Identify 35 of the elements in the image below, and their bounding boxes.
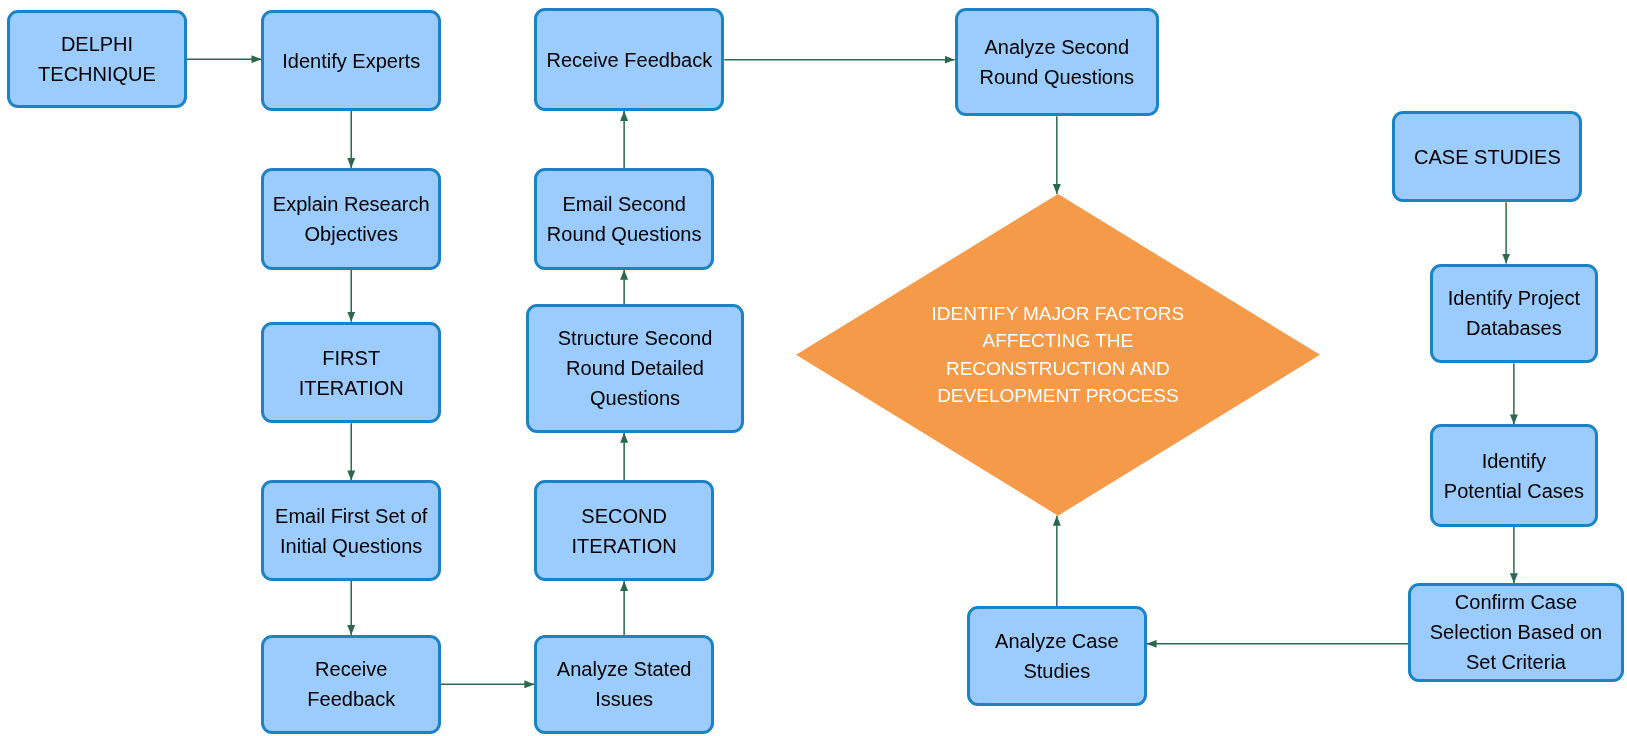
process-box: Identify Potential Cases bbox=[1429, 424, 1598, 528]
process-box: Structure Second Round Detailed Questions bbox=[526, 304, 744, 433]
diamond-label: IDENTIFY MAJOR FACTORS AFFECTING THE RECONSTRUCTION AND DEVELOPMENT PROCESS bbox=[930, 301, 1186, 409]
process-box: FIRST ITERATION bbox=[261, 321, 441, 424]
arrow bbox=[347, 422, 356, 482]
arrow bbox=[620, 431, 629, 482]
process-box: CASE STUDIES bbox=[1392, 111, 1583, 203]
process-box: Analyze Second Round Questions bbox=[954, 8, 1159, 117]
arrow bbox=[347, 269, 356, 323]
arrow bbox=[620, 580, 629, 636]
process-box: Email Second Round Questions bbox=[534, 168, 714, 270]
arrow bbox=[1145, 639, 1409, 648]
process-box: Analyze Stated Issues bbox=[534, 635, 714, 734]
process-box: Identify Project Databases bbox=[1429, 263, 1598, 364]
arrow bbox=[1052, 514, 1061, 607]
arrow bbox=[723, 55, 956, 64]
arrow bbox=[1052, 115, 1061, 195]
process-box: Analyze Case Studies bbox=[967, 605, 1147, 706]
arrow bbox=[1509, 362, 1518, 426]
process-box: Receive Feedback bbox=[261, 635, 441, 734]
arrow bbox=[347, 580, 356, 636]
arrow bbox=[1509, 526, 1518, 584]
arrow bbox=[620, 269, 629, 305]
arrow bbox=[347, 110, 356, 169]
process-box: Email First Set of Initial Questions bbox=[261, 480, 441, 582]
process-box: DELPHI TECHNIQUE bbox=[7, 10, 187, 108]
process-box: Confirm Case Selection Based on Set Criteria bbox=[1408, 583, 1624, 682]
process-box: Explain Research Objectives bbox=[261, 168, 441, 270]
process-box: Receive Feedback bbox=[534, 8, 725, 111]
arrow bbox=[186, 55, 263, 64]
arrow bbox=[1502, 201, 1511, 265]
process-box: Identify Experts bbox=[261, 10, 441, 111]
process-box: SECOND ITERATION bbox=[534, 480, 714, 582]
arrow bbox=[620, 110, 629, 169]
arrow bbox=[440, 680, 536, 689]
